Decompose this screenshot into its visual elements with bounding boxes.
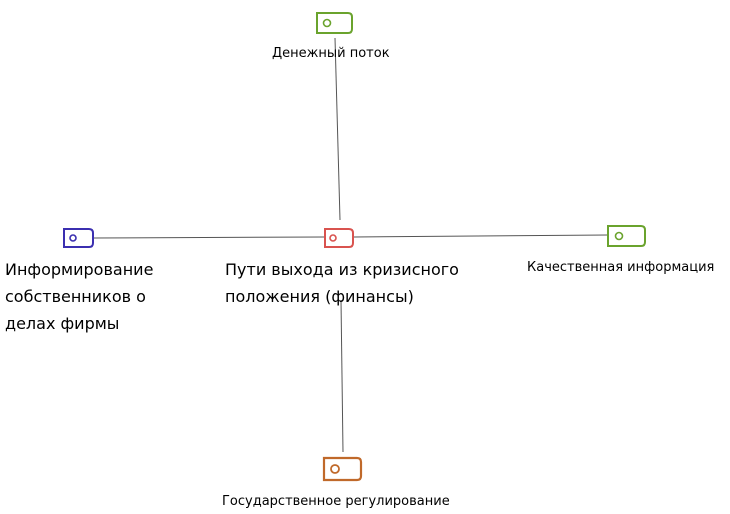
center-topic-label[interactable]: Пути выхода из кризисного положения (фин… — [225, 256, 459, 310]
center-label-line-2: положения (финансы) — [225, 287, 414, 306]
right-label-line-1: Качественная информация — [527, 260, 715, 275]
top-tag-icon[interactable] — [315, 11, 355, 35]
bottom-topic-label[interactable]: Государственное регулирование — [222, 493, 450, 512]
bottom-tag-icon[interactable] — [322, 456, 364, 482]
center-label-line-1: Пути выхода из кризисного — [225, 260, 459, 279]
connector-right — [353, 234, 609, 238]
left-tag-icon[interactable] — [62, 227, 96, 249]
connector-top — [334, 37, 341, 221]
center-tag-icon[interactable] — [323, 227, 355, 249]
left-label-line-3: делах фирмы — [5, 314, 120, 333]
bottom-label-line-1: Государственное регулирование — [222, 494, 450, 509]
left-label-line-2: собственников о — [5, 287, 146, 306]
left-label-line-1: Информирование — [5, 260, 154, 279]
connector-left — [92, 236, 326, 239]
left-topic-label[interactable]: Информирование собственников о делах фир… — [5, 256, 153, 337]
right-tag-icon[interactable] — [606, 224, 648, 248]
connector-bottom — [340, 299, 344, 453]
right-topic-label[interactable]: Качественная информация — [527, 259, 714, 278]
top-topic-label[interactable]: Денежный поток — [272, 45, 390, 64]
top-label-line-1: Денежный поток — [272, 46, 390, 61]
